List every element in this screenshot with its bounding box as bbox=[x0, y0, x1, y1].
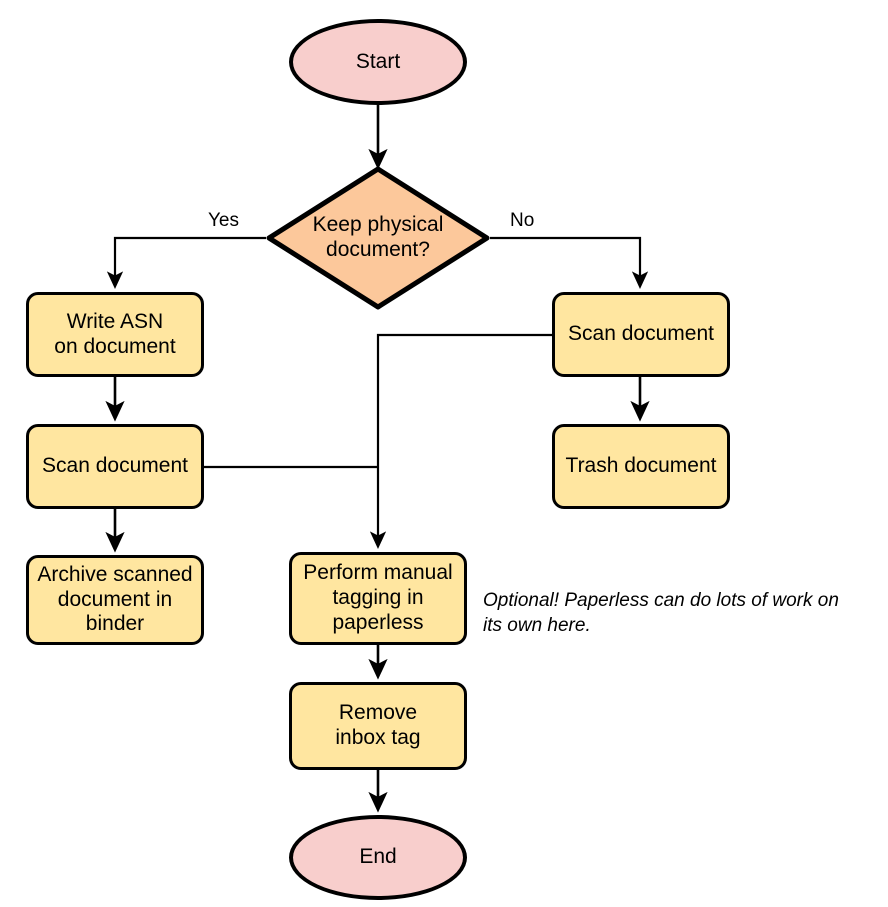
node-archive-scanned-document-label: Archive scanned document in binder bbox=[37, 562, 193, 636]
edge-decision-no-to-scan-right bbox=[490, 236, 649, 289]
node-write-asn-on-document-label: Write ASN on document bbox=[54, 309, 176, 358]
annotation-optional-note: Optional! Paperless can do lots of work … bbox=[483, 590, 839, 637]
node-trash-document-label: Trash document bbox=[565, 454, 717, 478]
node-end[interactable]: End bbox=[289, 815, 467, 900]
node-trash-document[interactable]: Trash document bbox=[552, 424, 730, 509]
node-archive-scanned-document[interactable]: Archive scanned document in binder bbox=[26, 555, 204, 645]
node-keep-physical-document[interactable]: Keep physical document? bbox=[266, 166, 490, 310]
node-scan-document-right[interactable]: Scan document bbox=[552, 292, 730, 377]
edge-scan-right-to-tagging bbox=[369, 333, 552, 549]
node-start-label: Start bbox=[355, 49, 401, 73]
node-scan-document-right-label: Scan document bbox=[568, 322, 714, 346]
node-perform-manual-tagging[interactable]: Perform manual tagging in paperless bbox=[289, 552, 467, 645]
diamond-shape-icon bbox=[266, 166, 490, 310]
node-end-label: End bbox=[359, 845, 397, 869]
node-scan-document-left[interactable]: Scan document bbox=[26, 424, 204, 509]
edge-label-yes: Yes bbox=[208, 210, 239, 231]
node-remove-inbox-tag-label: Remove inbox tag bbox=[335, 701, 421, 749]
edge-label-no: No bbox=[510, 210, 535, 231]
node-write-asn-on-document[interactable]: Write ASN on document bbox=[26, 292, 204, 377]
node-perform-manual-tagging-label: Perform manual tagging in paperless bbox=[303, 561, 453, 634]
node-remove-inbox-tag[interactable]: Remove inbox tag bbox=[289, 682, 467, 770]
node-scan-document-left-label: Scan document bbox=[42, 454, 188, 478]
edge-decision-yes-to-write-asn bbox=[106, 236, 266, 289]
node-start[interactable]: Start bbox=[289, 19, 467, 105]
